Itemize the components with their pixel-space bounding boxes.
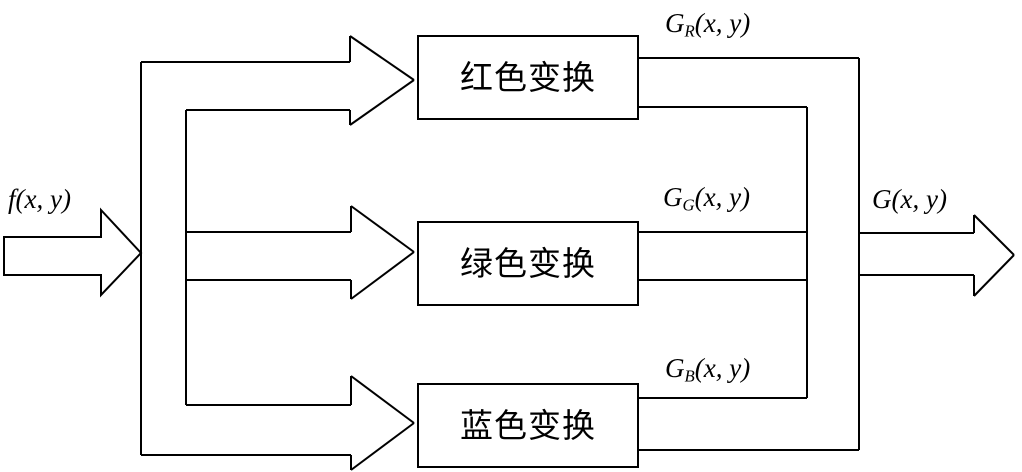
output-signal-label: G(x, y): [872, 184, 947, 215]
green-signal-subscript: G: [682, 195, 695, 215]
red-signal-subscript: R: [684, 21, 695, 41]
blue-transform-label: 蓝色变换: [460, 406, 596, 445]
blue-arrow-head-upper: [350, 375, 415, 424]
green-transform-label: 绿色变换: [460, 244, 596, 283]
input-arrow: [3, 207, 143, 298]
output-signal-base: G: [872, 184, 892, 214]
blue-signal-base: G: [665, 353, 685, 383]
red-signal-base: G: [665, 8, 685, 38]
blue-signal-label: GB(x, y): [665, 353, 750, 387]
red-transform-box[interactable]: [417, 35, 639, 120]
green-arrow-head-upper: [350, 205, 415, 253]
green-transform-box[interactable]: [417, 221, 639, 306]
input-signal-args: (x, y): [15, 184, 71, 214]
red-signal-label: GR(x, y): [665, 8, 750, 42]
input-signal-label: f(x, y): [8, 184, 71, 215]
output-arrow-head-lower: [973, 254, 1015, 297]
green-signal-base: G: [663, 182, 683, 212]
red-arrow-head-lower: [349, 79, 415, 126]
blue-signal-subscript: B: [684, 366, 695, 386]
blue-arrow-head-lower: [350, 422, 415, 471]
green-signal-label: GG(x, y): [663, 182, 750, 216]
red-arrow-head-upper: [349, 35, 415, 81]
blue-signal-args: (x, y): [694, 353, 751, 383]
green-arrow-head-lower: [350, 251, 415, 300]
red-signal-args: (x, y): [694, 8, 751, 38]
input-signal-base: f: [8, 184, 16, 214]
blue-transform-box[interactable]: [417, 383, 639, 468]
output-signal-args: (x, y): [891, 184, 947, 214]
green-signal-args: (x, y): [694, 182, 751, 212]
output-arrow-head-upper: [973, 214, 1015, 256]
red-transform-label: 红色变换: [460, 58, 596, 97]
